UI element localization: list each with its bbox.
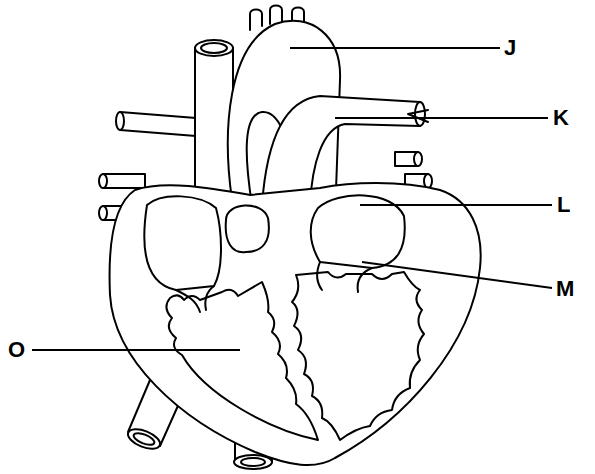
heart-outline (110, 183, 481, 465)
vessel-opening (99, 206, 107, 220)
vessel-opening (195, 40, 233, 56)
tricuspid-valve (205, 286, 214, 310)
vessel-opening (99, 174, 107, 188)
pulmonary-vein (103, 174, 145, 188)
vessel-opening (125, 425, 163, 453)
vessel-opening (132, 431, 156, 448)
left-ventricle (292, 272, 424, 440)
part-label: J (504, 35, 516, 61)
leader-line (335, 117, 548, 119)
aortic-branch (270, 6, 282, 25)
vessel-opening (241, 458, 265, 466)
tricuspid-valve (176, 290, 200, 312)
valve-chamber (226, 205, 269, 252)
left-atrium (311, 195, 405, 268)
mitral-valve (317, 262, 322, 290)
leader-line (362, 262, 552, 288)
vessel-opening (415, 102, 425, 126)
part-label: M (556, 276, 574, 302)
part-label: L (557, 192, 570, 218)
aortic-branch (250, 10, 262, 31)
mitral-valve (358, 268, 372, 292)
vessel-opening (414, 152, 422, 166)
leader-line (32, 349, 240, 351)
vessel-opening (116, 112, 124, 130)
part-label: K (553, 105, 569, 131)
leader-line (290, 47, 500, 49)
pulmonary-branch (120, 112, 196, 136)
pulmonary-branch (408, 110, 428, 122)
right-atrium (144, 196, 221, 290)
vessel-opening (201, 43, 227, 53)
part-label: O (8, 337, 25, 363)
leader-line (360, 204, 552, 206)
